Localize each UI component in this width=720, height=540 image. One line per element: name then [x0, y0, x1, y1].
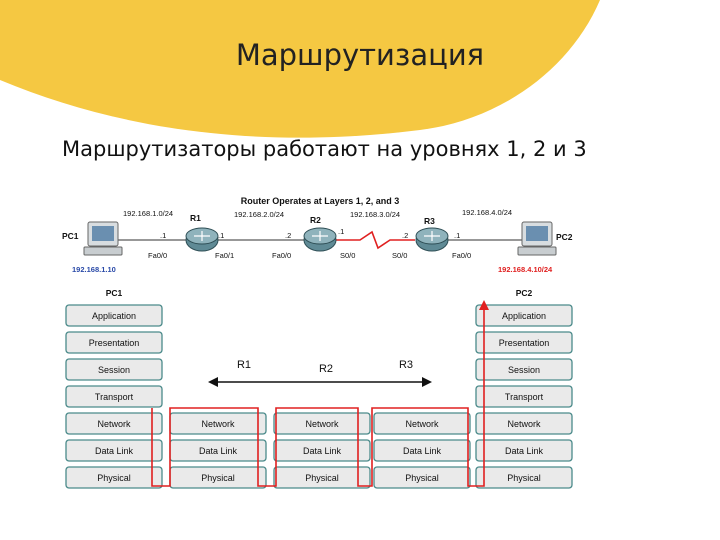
host-suffix: .1: [218, 231, 224, 240]
network-address: 192.168.3.0/24: [350, 210, 400, 219]
pc2-layer-label: Session: [508, 365, 540, 375]
host-suffix: .2: [402, 231, 408, 240]
r3-layer-label: Network: [405, 419, 439, 429]
pc2-layer-box: [475, 412, 573, 435]
pc2-layer-box: [475, 358, 573, 381]
pc1-layer-label: Session: [98, 365, 130, 375]
r1-layer-label: Network: [201, 419, 235, 429]
r2-layer-box: [273, 466, 371, 489]
r2-stack-header: R2: [319, 363, 333, 375]
serial-link-r2-r3: [335, 230, 415, 250]
pc2-layer-label: Application: [502, 311, 546, 321]
r3-layer-box: [373, 466, 471, 489]
pc1-layer-label: Transport: [95, 392, 134, 402]
pc2-layer-label: Presentation: [499, 338, 550, 348]
interface-label: Fa0/1: [215, 251, 234, 260]
pc1-layer-label: Presentation: [89, 338, 140, 348]
r3-layer-box: [373, 412, 471, 435]
router-r2-icon: [303, 227, 337, 252]
pc1-layer-label: Application: [92, 311, 136, 321]
r1-layer-label: Physical: [201, 473, 235, 483]
pc2-ip: 192.168.4.10/24: [498, 265, 553, 274]
layer-stacks: ApplicationPresentationSessionTransportN…: [65, 304, 573, 489]
interface-label: S0/0: [340, 251, 355, 260]
host-suffix: .1: [160, 231, 166, 240]
network-address: 192.168.4.0/24: [462, 208, 512, 217]
pc2-layer-box: [475, 331, 573, 354]
yellow-arc-shape: [0, 0, 600, 138]
interface-label: Fa0/0: [452, 251, 471, 260]
path-arrowhead-icon: [479, 300, 489, 310]
r2-layer-box: [273, 412, 371, 435]
pc2-layer-box: [475, 466, 573, 489]
r2-layer-label: Physical: [305, 473, 339, 483]
interface-label: S0/0: [392, 251, 407, 260]
host-suffix: .1: [338, 227, 344, 236]
r3-layer-box: [373, 439, 471, 462]
pc1-layer-box: [65, 385, 163, 408]
slide-subtitle: Маршрутизаторы работают на уровнях 1, 2 …: [62, 137, 587, 161]
r3-layer-label: Physical: [405, 473, 439, 483]
pc1-layer-label: Network: [97, 419, 131, 429]
pc2-layer-label: Data Link: [505, 446, 544, 456]
pc1-layer-box: [65, 304, 163, 327]
pc1-layer-label: Physical: [97, 473, 131, 483]
pc2-layer-label: Physical: [507, 473, 541, 483]
pc2-computer-icon: [517, 221, 557, 256]
pc1-layer-box: [65, 412, 163, 435]
pc2-stack-header: PC2: [516, 288, 533, 298]
interface-label: Fa0/0: [148, 251, 167, 260]
pc1-label: PC1: [62, 231, 79, 241]
pc2-layer-label: Network: [507, 419, 541, 429]
slide-title: Маршрутизация: [235, 38, 485, 72]
pc2-layer-box: [475, 385, 573, 408]
r3-stack-header: R3: [399, 359, 413, 371]
network-address: 192.168.2.0/24: [234, 210, 284, 219]
pc2-layer-box: [475, 439, 573, 462]
r3-layer-label: Data Link: [403, 446, 442, 456]
double-arrow-icon: [208, 377, 432, 387]
pc1-layer-box: [65, 358, 163, 381]
pc1-layer-box: [65, 439, 163, 462]
pc2-layer-label: Transport: [505, 392, 544, 402]
router-r3-icon: [415, 227, 449, 252]
diagram-heading: Router Operates at Layers 1, 2, and 3: [241, 196, 400, 206]
pc1-computer-icon: [83, 221, 123, 256]
r1-layer-label: Data Link: [199, 446, 238, 456]
data-path: [151, 300, 489, 487]
router-r1-icon: [185, 227, 219, 252]
r2-label: R2: [310, 215, 321, 225]
interface-label: Fa0/0: [272, 251, 291, 260]
host-suffix: .2: [285, 231, 291, 240]
pc1-layer-label: Data Link: [95, 446, 134, 456]
r2-layer-label: Network: [305, 419, 339, 429]
pc2-label: PC2: [556, 232, 573, 242]
r2-layer-label: Data Link: [303, 446, 342, 456]
r3-label: R3: [424, 216, 435, 226]
r2-layer-box: [273, 439, 371, 462]
pc1-ip: 192.168.1.10: [72, 265, 116, 274]
network-address: 192.168.1.0/24: [123, 209, 173, 218]
host-suffix: .1: [454, 231, 460, 240]
r1-stack-header: R1: [237, 359, 251, 371]
pc1-layer-box: [65, 331, 163, 354]
pc1-stack-header: PC1: [106, 288, 123, 298]
pc2-layer-box: [475, 304, 573, 327]
r1-label: R1: [190, 213, 201, 223]
pc1-layer-box: [65, 466, 163, 489]
